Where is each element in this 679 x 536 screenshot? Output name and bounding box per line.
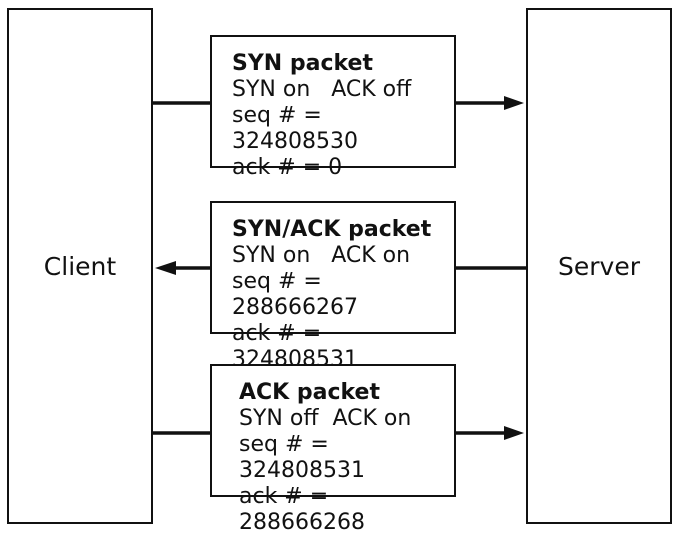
synack-packet-box: SYN/ACK packet SYN on ACK on seq # = 288… xyxy=(210,201,456,372)
packet-flags: SYN off ACK on xyxy=(239,406,412,431)
server-label: Server xyxy=(558,251,640,281)
packet-seq: seq # = 324808530 xyxy=(232,103,358,154)
packet-flags: SYN on ACK off xyxy=(232,77,412,102)
server-box: Server xyxy=(526,8,672,524)
ack-arrowhead xyxy=(504,426,524,440)
ack-packet-box: ACK packet SYN off ACK on seq # = 324808… xyxy=(210,364,456,535)
packet-ack: ack # = 288666268 xyxy=(239,484,365,535)
packet-title: SYN/ACK packet xyxy=(232,217,432,242)
client-label: Client xyxy=(43,251,117,281)
packet-ack: ack # = 0 xyxy=(232,155,343,180)
packet-title: ACK packet xyxy=(239,380,380,405)
synack-arrowhead xyxy=(155,261,176,275)
packet-title: SYN packet xyxy=(232,51,373,76)
packet-seq: seq # = 288666267 xyxy=(232,269,358,320)
packet-seq: seq # = 324808531 xyxy=(239,432,365,483)
packet-flags: SYN on ACK on xyxy=(232,243,411,268)
syn-packet-box: SYN packet SYN on ACK off seq # = 324808… xyxy=(210,35,456,180)
client-box: Client xyxy=(7,8,153,524)
syn-arrowhead xyxy=(504,96,524,110)
